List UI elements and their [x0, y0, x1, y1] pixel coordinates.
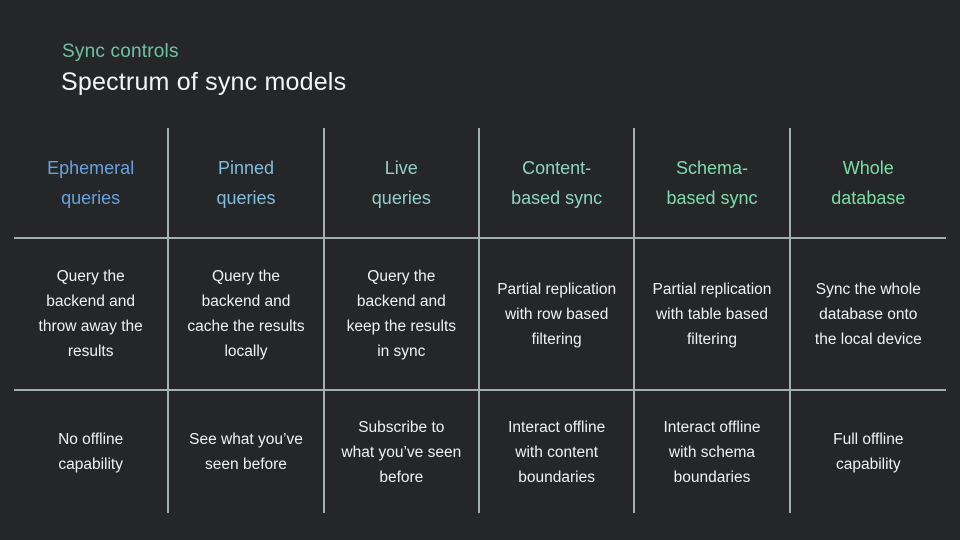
description-cell-ephemeral-queries: Query the backend and throw away the res… [14, 239, 170, 391]
offline-cell-live-queries: Subscribe to what you’ve seen before [325, 391, 480, 513]
slide-title: Spectrum of sync models [61, 68, 347, 96]
header-cell-ephemeral-queries: Ephemeral queries [14, 128, 170, 239]
header-cell-live-queries: Live queries [324, 128, 480, 239]
slide-kicker: Sync controls [62, 41, 179, 62]
sync-models-table: Ephemeral queries Pinned queries Live qu… [14, 128, 946, 513]
header-cell-pinned-queries: Pinned queries [169, 128, 325, 239]
description-cell-schema-based-sync: Partial replication with table based fil… [635, 239, 791, 391]
offline-cell-whole-database: Full offline capability [833, 431, 904, 473]
description-cell-live-queries: Query the backend and keep the results i… [324, 239, 480, 391]
offline-cell-schema-based-sync: Interact offline with schema boundaries [635, 391, 791, 513]
description-cell-pinned-queries: Query the backend and cache the results … [169, 239, 325, 391]
offline-cell-ephemeral-queries: No offline capability [14, 391, 170, 513]
header-cell-schema-based-sync: Schema- based sync [635, 128, 791, 239]
header-cell-content-based-sync: Content- based sync [479, 128, 636, 239]
offline-cell-content-based-sync: Interact offline with content boundaries [480, 391, 636, 513]
header-cell-whole-database: Whole database [790, 128, 946, 239]
description-cell-whole-database: Sync the whole database onto the local d… [790, 239, 946, 391]
offline-cell-pinned-queries: See what you’ve seen before [169, 391, 325, 513]
description-cell-content-based-sync: Partial replication with row based filte… [479, 239, 636, 391]
